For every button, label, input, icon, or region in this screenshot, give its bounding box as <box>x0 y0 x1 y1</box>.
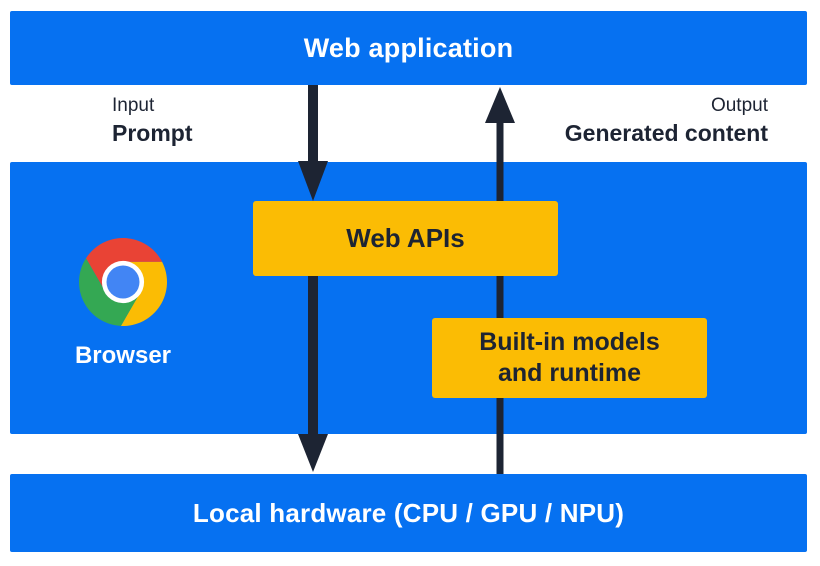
input-prompt-label: Input Prompt <box>112 95 193 146</box>
web-application-bar: Web application <box>10 11 807 85</box>
web-apis-label: Web APIs <box>346 223 465 253</box>
browser-label: Browser <box>74 342 172 369</box>
chrome-logo-icon <box>79 238 167 326</box>
input-caption: Input <box>112 95 155 116</box>
builtin-models-label-line2: and runtime <box>497 359 642 387</box>
generated-content-label: Generated content <box>564 119 768 146</box>
output-caption: Output <box>710 95 768 116</box>
output-generated-label: Output Generated content <box>565 95 768 146</box>
prompt-label: Prompt <box>112 119 193 146</box>
web-application-label: Web application <box>303 32 514 63</box>
web-apis-box: Web APIs <box>253 201 558 276</box>
local-hardware-bar: Local hardware (CPU / GPU / NPU) <box>10 474 807 552</box>
builtin-models-label-line1: Built-in models <box>479 327 660 356</box>
local-hardware-label: Local hardware (CPU / GPU / NPU) <box>192 497 625 528</box>
builtin-models-box: Built-in models and runtime <box>432 318 707 398</box>
